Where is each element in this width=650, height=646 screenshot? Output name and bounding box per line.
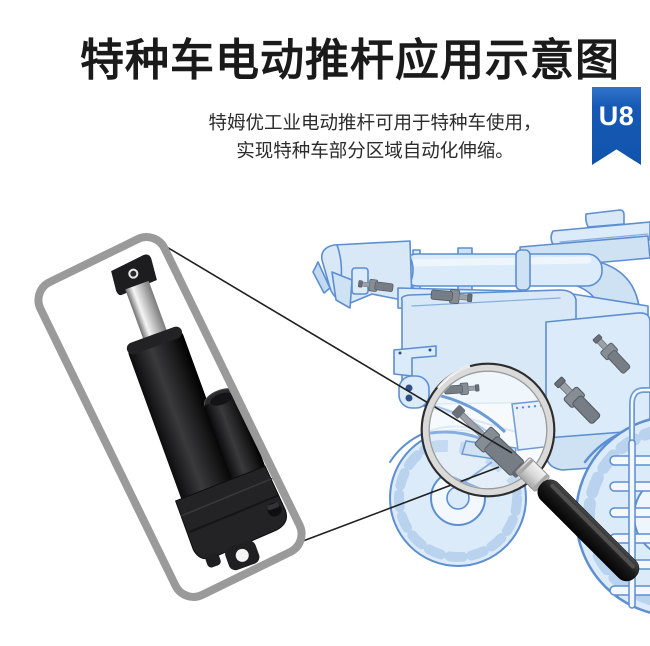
subtitle: 特姆优工业电动推杆可用于特种车使用， 实现特种车部分区域自动化伸缩。 xyxy=(100,109,650,165)
magnifier-handle xyxy=(515,457,640,582)
magnifier-glass xyxy=(428,370,548,490)
subtitle-line-1: 特姆优工业电动推杆可用于特种车使用， xyxy=(208,112,542,133)
corner-badge: U8 xyxy=(592,87,641,165)
vehicle-illustration xyxy=(312,209,650,614)
page-title: 特种车电动推杆应用示意图 xyxy=(80,36,620,85)
zoom-callout-lines xyxy=(154,239,513,542)
subtitle-line-2: 实现特种车部分区域自动化伸缩。 xyxy=(236,140,514,161)
magnifier-rim xyxy=(420,362,556,498)
product-photo-frame xyxy=(26,225,314,609)
linear-actuator-photo xyxy=(111,254,287,571)
corner-badge-label: U8 xyxy=(598,101,635,131)
